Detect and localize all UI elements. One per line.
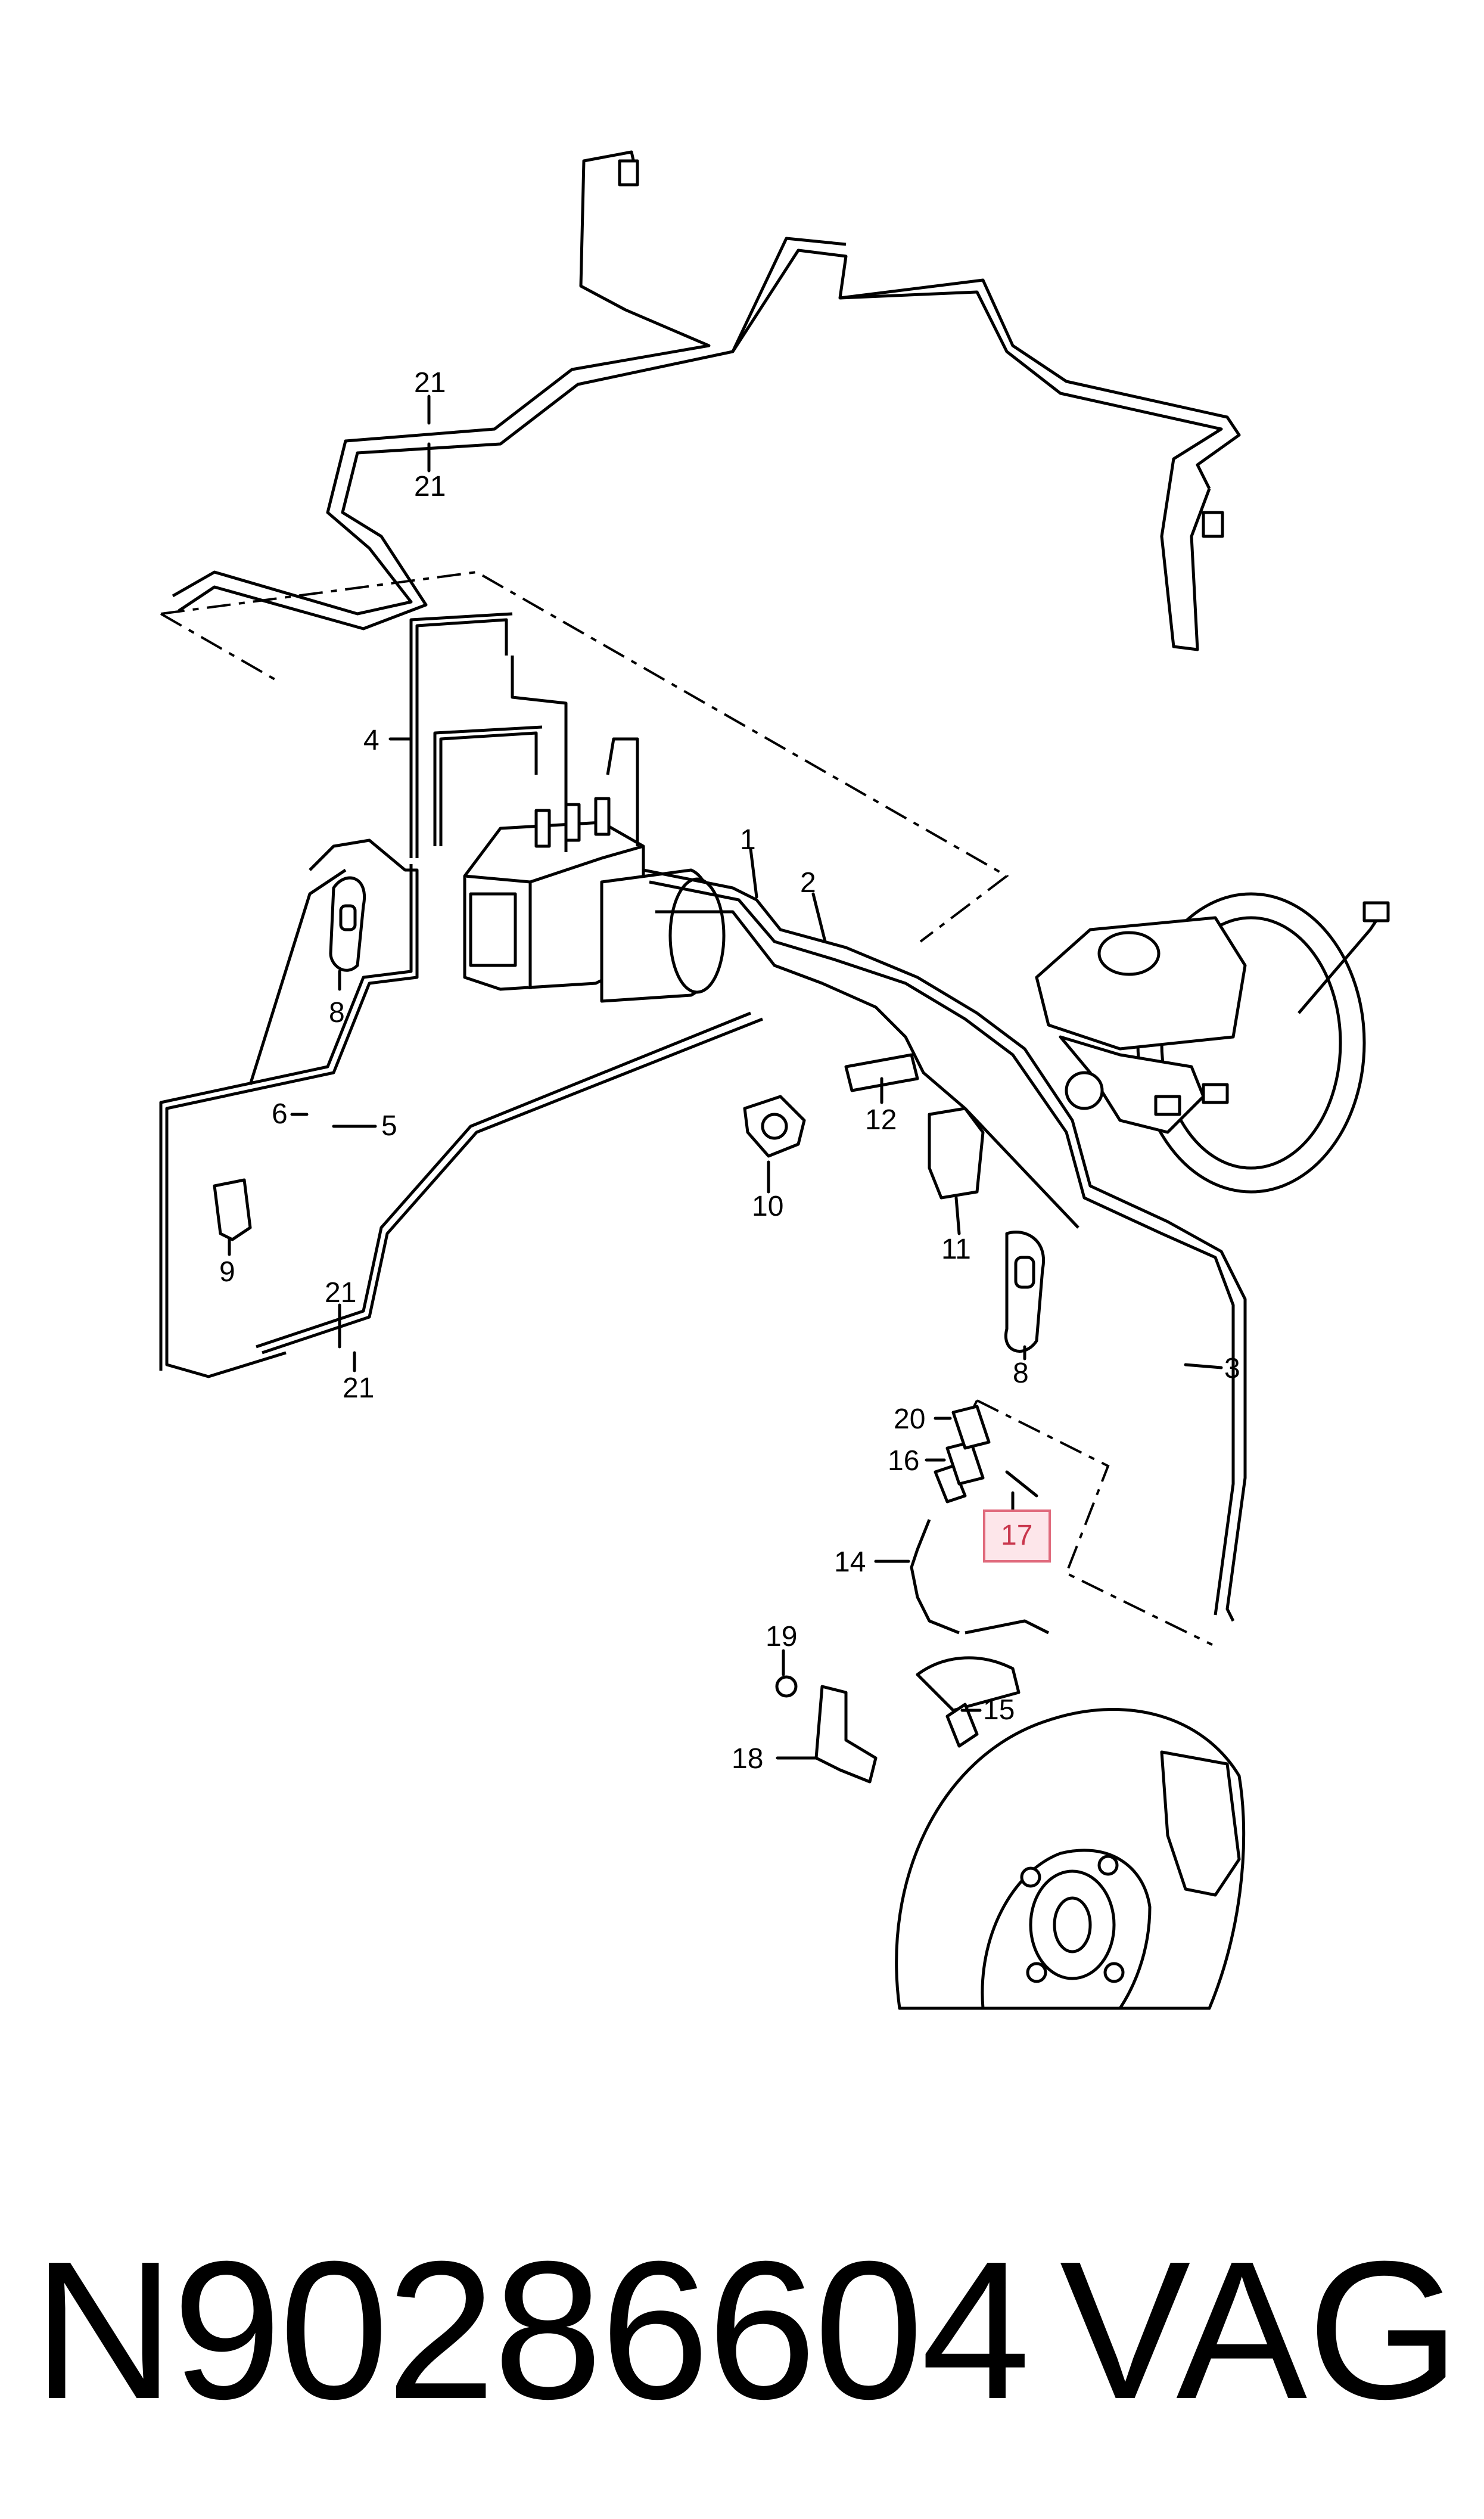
callout-9: 9 xyxy=(219,1256,235,1288)
upper-brake-pipe xyxy=(172,150,1241,651)
callout-labels: 1 2 3 4 5 6 8 8 9 10 11 12 14 15 16 17 1… xyxy=(219,367,1240,1775)
footer: N90286604 VAG xyxy=(0,2205,1484,2479)
highlight-box-17: 17 xyxy=(983,1509,1051,1563)
abs-hydraulic-unit xyxy=(463,797,726,1003)
callout-leaders xyxy=(228,395,1223,1760)
callout-21-bottom-lower: 21 xyxy=(343,1372,374,1404)
callout-21-top-lower: 21 xyxy=(414,471,446,502)
callout-21-bottom-upper: 21 xyxy=(325,1277,356,1309)
part-number: N90286604 xyxy=(33,2220,1031,2440)
pipe-fittings-top xyxy=(618,159,1224,538)
brake-lines-diagram: 1 2 3 4 5 6 8 8 9 10 11 12 14 15 16 17 1… xyxy=(159,150,1390,2010)
callout-15: 15 xyxy=(983,1694,1015,1726)
callout-16: 16 xyxy=(888,1445,919,1477)
callout-5: 5 xyxy=(381,1110,397,1142)
abs-connecting-pipes xyxy=(159,612,1247,1622)
callout-10: 10 xyxy=(752,1191,783,1222)
callout-2: 2 xyxy=(800,867,816,899)
callout-14: 14 xyxy=(834,1546,866,1578)
callout-8-left: 8 xyxy=(329,997,345,1029)
callout-4: 4 xyxy=(363,725,379,756)
callout-11: 11 xyxy=(941,1234,971,1265)
small-parts xyxy=(213,876,1045,1353)
callout-18: 18 xyxy=(732,1743,763,1775)
callout-1: 1 xyxy=(740,824,756,856)
callout-8-right: 8 xyxy=(1013,1358,1029,1389)
callout-20: 20 xyxy=(894,1403,925,1435)
callout-19: 19 xyxy=(766,1621,797,1653)
callout-21-top-upper: 21 xyxy=(414,367,446,399)
callout-12: 12 xyxy=(865,1104,897,1136)
master-cylinder-booster xyxy=(1035,892,1390,1194)
callout-17: 17 xyxy=(1001,1520,1032,1551)
brand-label: VAG xyxy=(1059,2220,1460,2440)
brake-hose-and-disc xyxy=(775,1405,1246,2010)
dashed-region-outlines xyxy=(160,570,1213,1646)
callout-6: 6 xyxy=(272,1098,288,1130)
callout-3: 3 xyxy=(1224,1353,1240,1384)
